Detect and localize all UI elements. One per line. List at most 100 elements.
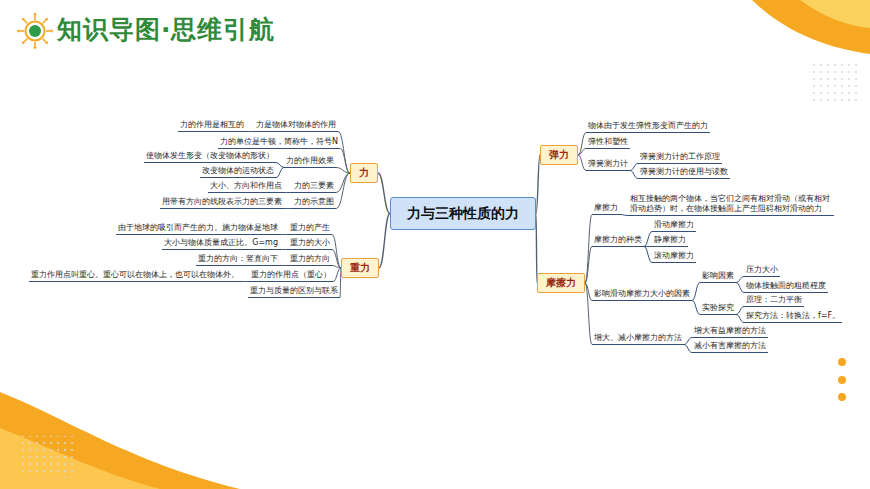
icon-ray (24, 39, 27, 42)
dot-grid (20, 436, 76, 478)
branch-line (333, 268, 341, 282)
icon-ray (34, 46, 37, 49)
subtopic-label: 重力的产生 (288, 223, 332, 235)
subtopic-label: 弹簧测力计的工作原理 (638, 152, 722, 164)
corner-wave (0, 392, 240, 489)
branch-line (578, 133, 586, 156)
branch-line (336, 173, 350, 209)
node-text: 摩擦力的种类 (594, 235, 642, 245)
subtopic-label: 力的三要素 (292, 181, 336, 193)
subtopic-label: 重力与质量的区别与联系 (248, 286, 340, 298)
branch-line (692, 301, 700, 315)
subtopic-label: 增大、减小摩擦力的方法 (592, 333, 684, 345)
icon-ray (24, 20, 27, 23)
branch-topic: 重力 (341, 258, 379, 278)
node-text: 原理：二力平衡 (746, 295, 802, 305)
node-text: 静摩擦力 (654, 235, 686, 245)
node-text: 物体接触面的粗糙程度 (746, 281, 826, 291)
orange-dot (838, 393, 846, 401)
subtopic-label: 实验探究 (700, 303, 736, 315)
subtopic-label: 重力的方向 (288, 254, 332, 266)
branch-line (585, 283, 592, 345)
subtopic-label: 力的作用是相互的 (178, 120, 246, 132)
node-text: 改变物体的运动状态 (202, 166, 274, 176)
subtopic-label: 影响因素 (700, 271, 736, 283)
node-text: 增大、减小摩擦力的方法 (594, 333, 682, 343)
title-icon (17, 13, 53, 49)
icon-ray (34, 16, 36, 20)
branch-line (276, 168, 284, 178)
branch-line (585, 215, 592, 284)
branch-line (736, 307, 744, 315)
page-title: 知识导图·思维引航 (57, 13, 276, 46)
orange-dot (838, 358, 846, 366)
branch-line (284, 192, 292, 193)
branch-line (280, 265, 288, 266)
subtopic-label: 相互接触的两个物体，当它们之间有相对滑动（或有相对滑动趋势）时，在物体接触面上产… (628, 194, 834, 216)
subtopic-label: 物体接触面的粗糙程度 (744, 281, 828, 293)
subtopic-label: 重力作用点叫重心。重心可以在物体上，也可以在物体外。 (29, 270, 241, 282)
icon-ray (45, 41, 48, 44)
subtopic-label: 弹性和塑性 (586, 137, 630, 149)
node-text: 摩擦力 (546, 277, 576, 289)
node-text: 摩擦力 (594, 203, 618, 213)
node-text: 力的单位是牛顿，简称牛，符号N (220, 137, 338, 147)
icon-ray (22, 18, 25, 21)
branch-line (241, 281, 249, 282)
node-text: 大小与物体质量成正比。G=mg (164, 238, 278, 248)
subtopic-label: 使物体发生形变（改变物体的形状） (144, 151, 276, 163)
icon-ray (20, 30, 24, 32)
branch-line (332, 266, 341, 269)
subtopic-label: 摩擦力 (592, 203, 620, 215)
node-text: 力的作用效果 (286, 156, 334, 166)
branch-line (332, 235, 341, 269)
node-text: 使物体发生形变（改变物体的形状） (146, 151, 274, 161)
icon-ray (34, 42, 36, 46)
branch-line (378, 173, 390, 214)
subtopic-label: 用带有方向的线段表示力的三要素 (160, 197, 284, 209)
dot-grid (808, 64, 858, 106)
subtopic-label: 力的单位是牛顿，简称牛，符号N (218, 137, 340, 149)
node-text: 相互接触的两个物体，当它们之间有相对滑动（或有相对滑动趋势）时，在物体接触面上产… (630, 194, 832, 214)
corner-wave (800, 0, 870, 28)
icon-ray (43, 20, 46, 23)
branch-line (585, 247, 592, 284)
subtopic-label: 影响滑动摩擦力大小的因素 (592, 289, 692, 301)
icon-ray (17, 30, 20, 33)
icon-ray (34, 13, 37, 16)
branch-line (246, 131, 254, 132)
node-text: 增大有益摩擦的方法 (694, 326, 766, 336)
branch-line (684, 338, 692, 345)
branch-topic: 弹力 (540, 145, 578, 165)
node-text: 力的作用是相互的 (180, 120, 244, 130)
branch-topic: 摩擦力 (537, 273, 585, 293)
branch-line (630, 171, 638, 179)
subtopic-label: 力的示意图 (292, 197, 336, 209)
node-text: 物体由于发生弹性形变而产生的力 (588, 121, 708, 131)
node-text: 力的示意图 (294, 197, 334, 207)
node-text: 弹簧测力计 (588, 159, 628, 169)
branch-line (736, 315, 744, 323)
node-text: 压力大小 (746, 265, 778, 275)
node-text: 重力的作用点（重心） (251, 270, 331, 280)
node-text: 重力作用点叫重心。重心可以在物体上，也可以在物体外。 (31, 270, 239, 280)
branch-line (336, 168, 350, 174)
branch-line (280, 234, 288, 235)
subtopic-label: 摩擦力的种类 (592, 235, 644, 247)
branch-line (736, 277, 744, 283)
subtopic-label: 弹簧测力计 (586, 159, 630, 171)
icon-ray (45, 18, 48, 21)
subtopic-label: 静摩擦力 (652, 235, 688, 247)
node-text: 力是物体对物体的作用 (256, 120, 336, 130)
branch-line (684, 345, 692, 353)
subtopic-label: 重力的作用点（重心） (249, 270, 333, 282)
corner-wave (752, 0, 870, 54)
node-text: 实验探究 (702, 303, 734, 313)
subtopic-label: 原理：二力平衡 (744, 295, 804, 307)
subtopic-label: 滑动摩擦力 (652, 220, 696, 232)
subtopic-label: 力是物体对物体的作用 (254, 120, 338, 132)
node-text: 影响因素 (702, 271, 734, 281)
node-text: 重力的大小 (290, 238, 330, 248)
